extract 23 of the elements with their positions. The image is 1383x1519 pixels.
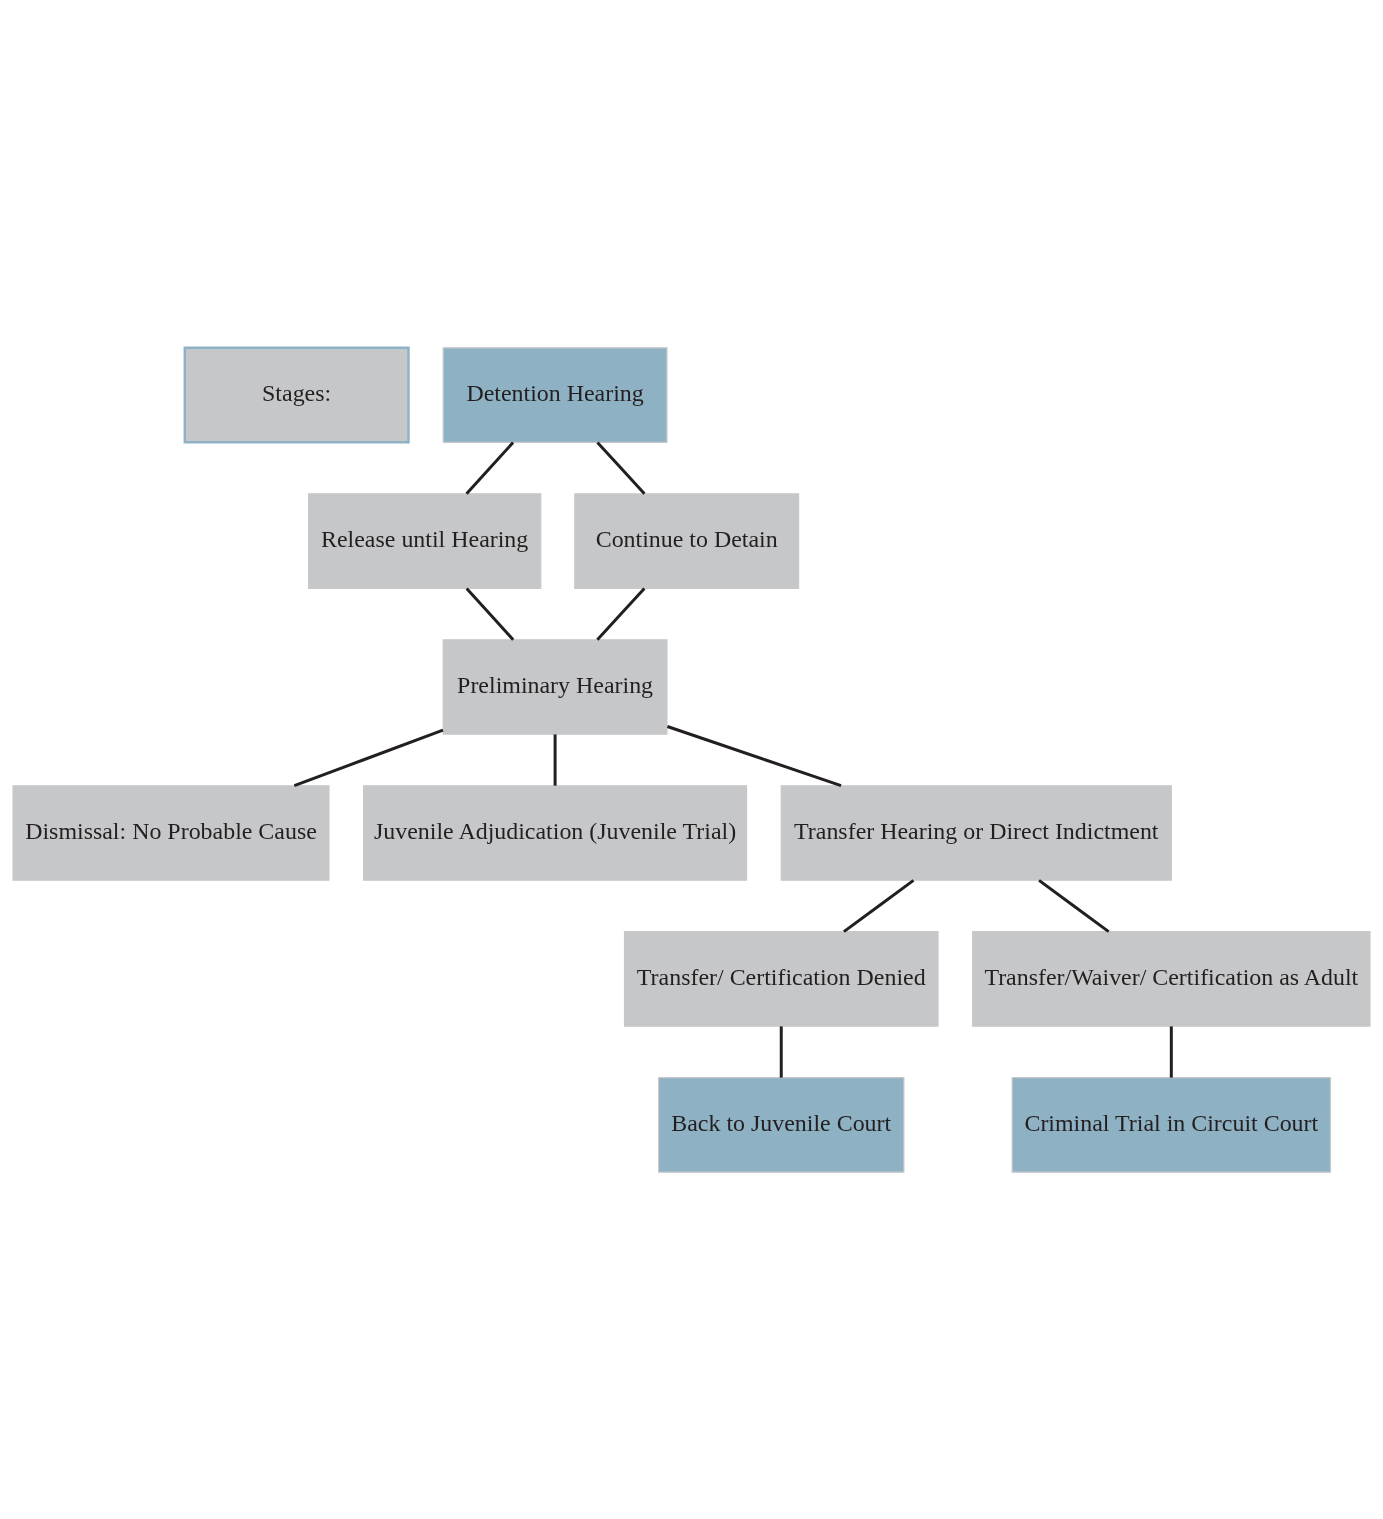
connector bbox=[465, 440, 515, 495]
node-box: Preliminary Hearing bbox=[442, 638, 668, 735]
node-box: Detention Hearing bbox=[442, 346, 668, 443]
connector bbox=[779, 1025, 783, 1078]
connector bbox=[1038, 878, 1110, 933]
connector bbox=[596, 440, 646, 495]
node-box: Criminal Trial in Circuit Court bbox=[1011, 1076, 1332, 1173]
connector bbox=[465, 586, 515, 641]
node-box: Release until Hearing bbox=[308, 492, 542, 589]
node-box: Transfer/Waiver/ Certification as Adult bbox=[972, 930, 1371, 1027]
node-box: Dismissal: No Probable Cause bbox=[12, 784, 330, 881]
node-box: Juvenile Adjudication (Juvenile Trial) bbox=[363, 784, 748, 881]
node-box: Back to Juvenile Court bbox=[658, 1076, 905, 1173]
node-box: Continue to Detain bbox=[574, 492, 800, 589]
node-box: Transfer Hearing or Direct Indictment bbox=[780, 784, 1172, 881]
connector bbox=[596, 586, 646, 641]
node-box: Transfer/ Certification Denied bbox=[623, 930, 939, 1027]
node-box: Stages: bbox=[183, 346, 410, 443]
connector bbox=[843, 878, 915, 933]
connector bbox=[1169, 1025, 1173, 1078]
connector bbox=[553, 733, 557, 786]
connector bbox=[666, 724, 842, 787]
connector bbox=[293, 728, 444, 787]
